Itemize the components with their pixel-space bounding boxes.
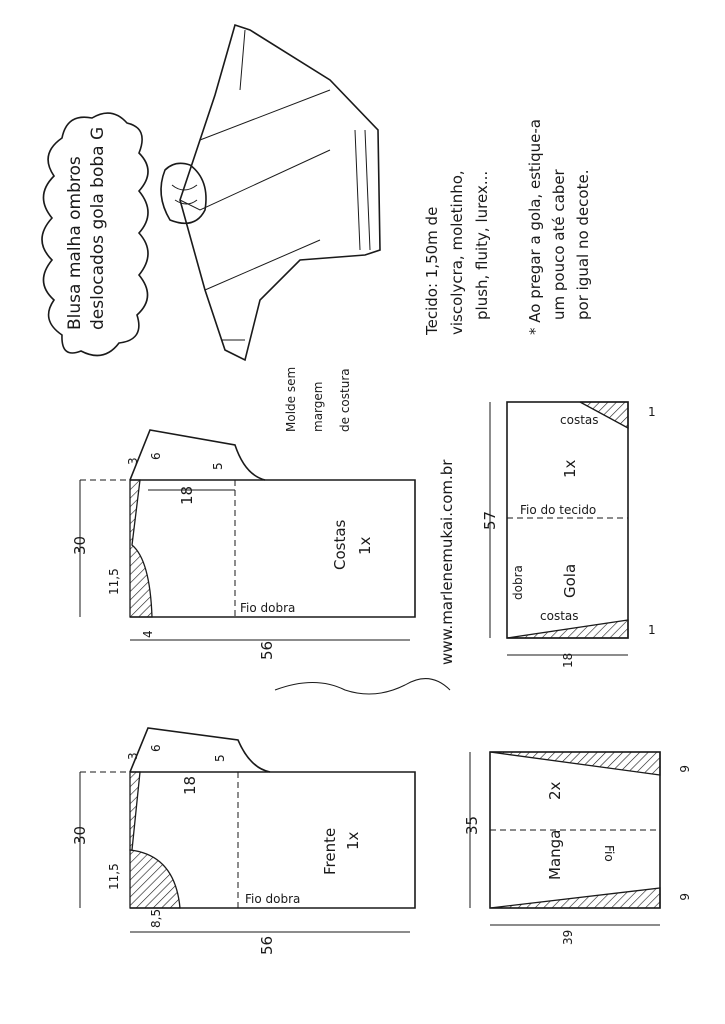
costas-qty: 1x — [356, 536, 374, 555]
frente-shoulder-len: 6 — [149, 744, 163, 752]
manga-width: 39 — [561, 930, 575, 945]
seam-note-line-3: de costura — [338, 368, 352, 432]
fabric-note: Tecido: 1,50m de viscolycra, moletinho, … — [423, 170, 491, 336]
seam-note-line-1: Molde sem — [284, 367, 298, 432]
blouse-sketch — [160, 23, 381, 362]
costas-name: Costas — [331, 519, 349, 570]
frente-piece: Frente 1x Fio dobra 30 11,5 8,5 3 6 18 5… — [71, 727, 416, 955]
title-line-1: Blusa malha ombros — [65, 156, 85, 330]
manga-qty: 2x — [546, 781, 564, 800]
gola-back-bottom: costas — [540, 609, 579, 623]
frente-shoulder-drop: 3 — [126, 752, 140, 760]
costas-width: 30 — [71, 536, 89, 555]
costas-neck-width: 4 — [141, 630, 155, 638]
costas-armhole: 18 — [178, 486, 196, 505]
manga-mark-1: 6 — [677, 765, 691, 773]
costas-shoulder-drop: 3 — [126, 457, 140, 465]
manga-piece: Manga 2x Fio 35 39 6 6 — [463, 751, 691, 945]
collar-instruction: * Ao pregar a gola, estique-a um pouco a… — [526, 119, 592, 335]
gola-width: 18 — [561, 653, 575, 668]
gola-name: Gola — [561, 564, 579, 598]
frente-neck-depth: 11,5 — [107, 863, 121, 890]
frente-fold: Fio dobra — [245, 892, 300, 906]
seam-note-line-2: margem — [311, 382, 325, 432]
manga-length: 35 — [463, 816, 481, 835]
signature — [274, 678, 451, 695]
manga-mark-2: 6 — [677, 893, 691, 901]
costas-length: 56 — [258, 641, 276, 660]
note-line-1: * Ao pregar a gola, estique-a — [526, 119, 544, 335]
costas-shoulder-len: 6 — [149, 452, 163, 460]
costas-neck-depth: 11,5 — [107, 568, 121, 595]
frente-width: 30 — [71, 826, 89, 845]
frente-name: Frente — [321, 828, 339, 875]
website-url: www.marlenemukai.com.br — [438, 459, 456, 665]
gola-mark-1: 1 — [648, 405, 656, 419]
costas-sleeve-drop: 5 — [211, 462, 225, 470]
gola-fold: dobra — [511, 565, 525, 600]
gola-grain: Fio do tecido — [520, 503, 596, 517]
gola-length: 57 — [481, 511, 499, 530]
gola-back-top: costas — [560, 413, 599, 427]
frente-armhole: 18 — [181, 776, 199, 795]
note-line-3: por igual no decote. — [574, 170, 592, 320]
frente-qty: 1x — [344, 831, 362, 850]
title-cloud: Blusa malha ombros deslocados gola boba … — [41, 112, 149, 357]
frente-length: 56 — [258, 936, 276, 955]
fabric-line-3: plush, fluity, lurex... — [473, 171, 491, 320]
title-line-2: deslocados gola boba G — [88, 127, 108, 330]
fabric-line-1: Tecido: 1,50m de — [423, 207, 441, 336]
frente-sleeve-drop: 5 — [213, 754, 227, 762]
frente-neck-width: 8,5 — [149, 909, 163, 928]
seam-allowance-note: Molde sem margem de costura — [284, 367, 352, 432]
gola-mark-2: 1 — [648, 623, 656, 637]
note-line-2: um pouco até caber — [550, 168, 568, 320]
gola-piece: Gola 1x Fio do tecido dobra costas costa… — [481, 401, 656, 668]
fabric-line-2: viscolycra, moletinho, — [448, 170, 466, 335]
manga-name: Manga — [546, 830, 564, 880]
costas-fold: Fio dobra — [240, 601, 295, 615]
manga-grain: Fio — [602, 845, 616, 862]
gola-qty: 1x — [561, 459, 579, 478]
costas-piece: Costas 1x Fio dobra 30 11,5 3 6 18 5 4 5… — [71, 429, 416, 660]
